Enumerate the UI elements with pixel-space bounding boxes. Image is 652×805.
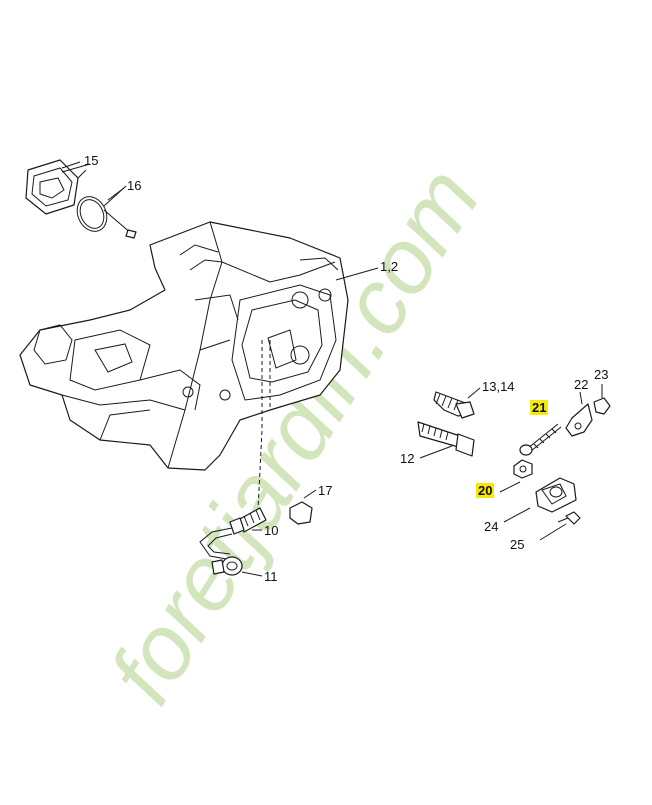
label-part-13-14: 13,14 [482, 379, 515, 394]
label-part-17: 17 [318, 483, 333, 498]
part-20-nut [513, 459, 533, 479]
leader-lines [61, 161, 603, 577]
part-1-2-crankcase [19, 221, 349, 471]
dashed-leader-10 [257, 340, 263, 511]
part-10-fitting [229, 507, 267, 535]
part-17-grommet [289, 501, 313, 525]
part-24-chain-catcher [535, 477, 577, 513]
label-part-10: 10 [264, 523, 279, 538]
label-part-15: 15 [84, 153, 99, 168]
label-part-12: 12 [400, 451, 415, 466]
part-11-oil-line [199, 527, 243, 576]
label-part-23: 23 [594, 367, 609, 382]
part-13-14-stud [433, 391, 475, 419]
part-21-screw [519, 423, 562, 456]
part-23-nut [593, 397, 611, 415]
label-part-1-2: 1,2 [380, 259, 399, 274]
label-part-11: 11 [264, 569, 278, 584]
label-part-25: 25 [510, 537, 525, 552]
label-part-22: 22 [574, 377, 589, 392]
part-15-oil-pump [25, 159, 91, 215]
part-16-oring [76, 185, 137, 239]
label-part-20: 20 [476, 483, 495, 498]
label-part-16: 16 [127, 178, 142, 193]
label-part-21: 21 [530, 400, 549, 415]
part-25-screw [557, 511, 581, 525]
part-12-bolt [417, 421, 475, 457]
part-22-bracket [565, 403, 593, 437]
label-part-24: 24 [484, 519, 499, 534]
